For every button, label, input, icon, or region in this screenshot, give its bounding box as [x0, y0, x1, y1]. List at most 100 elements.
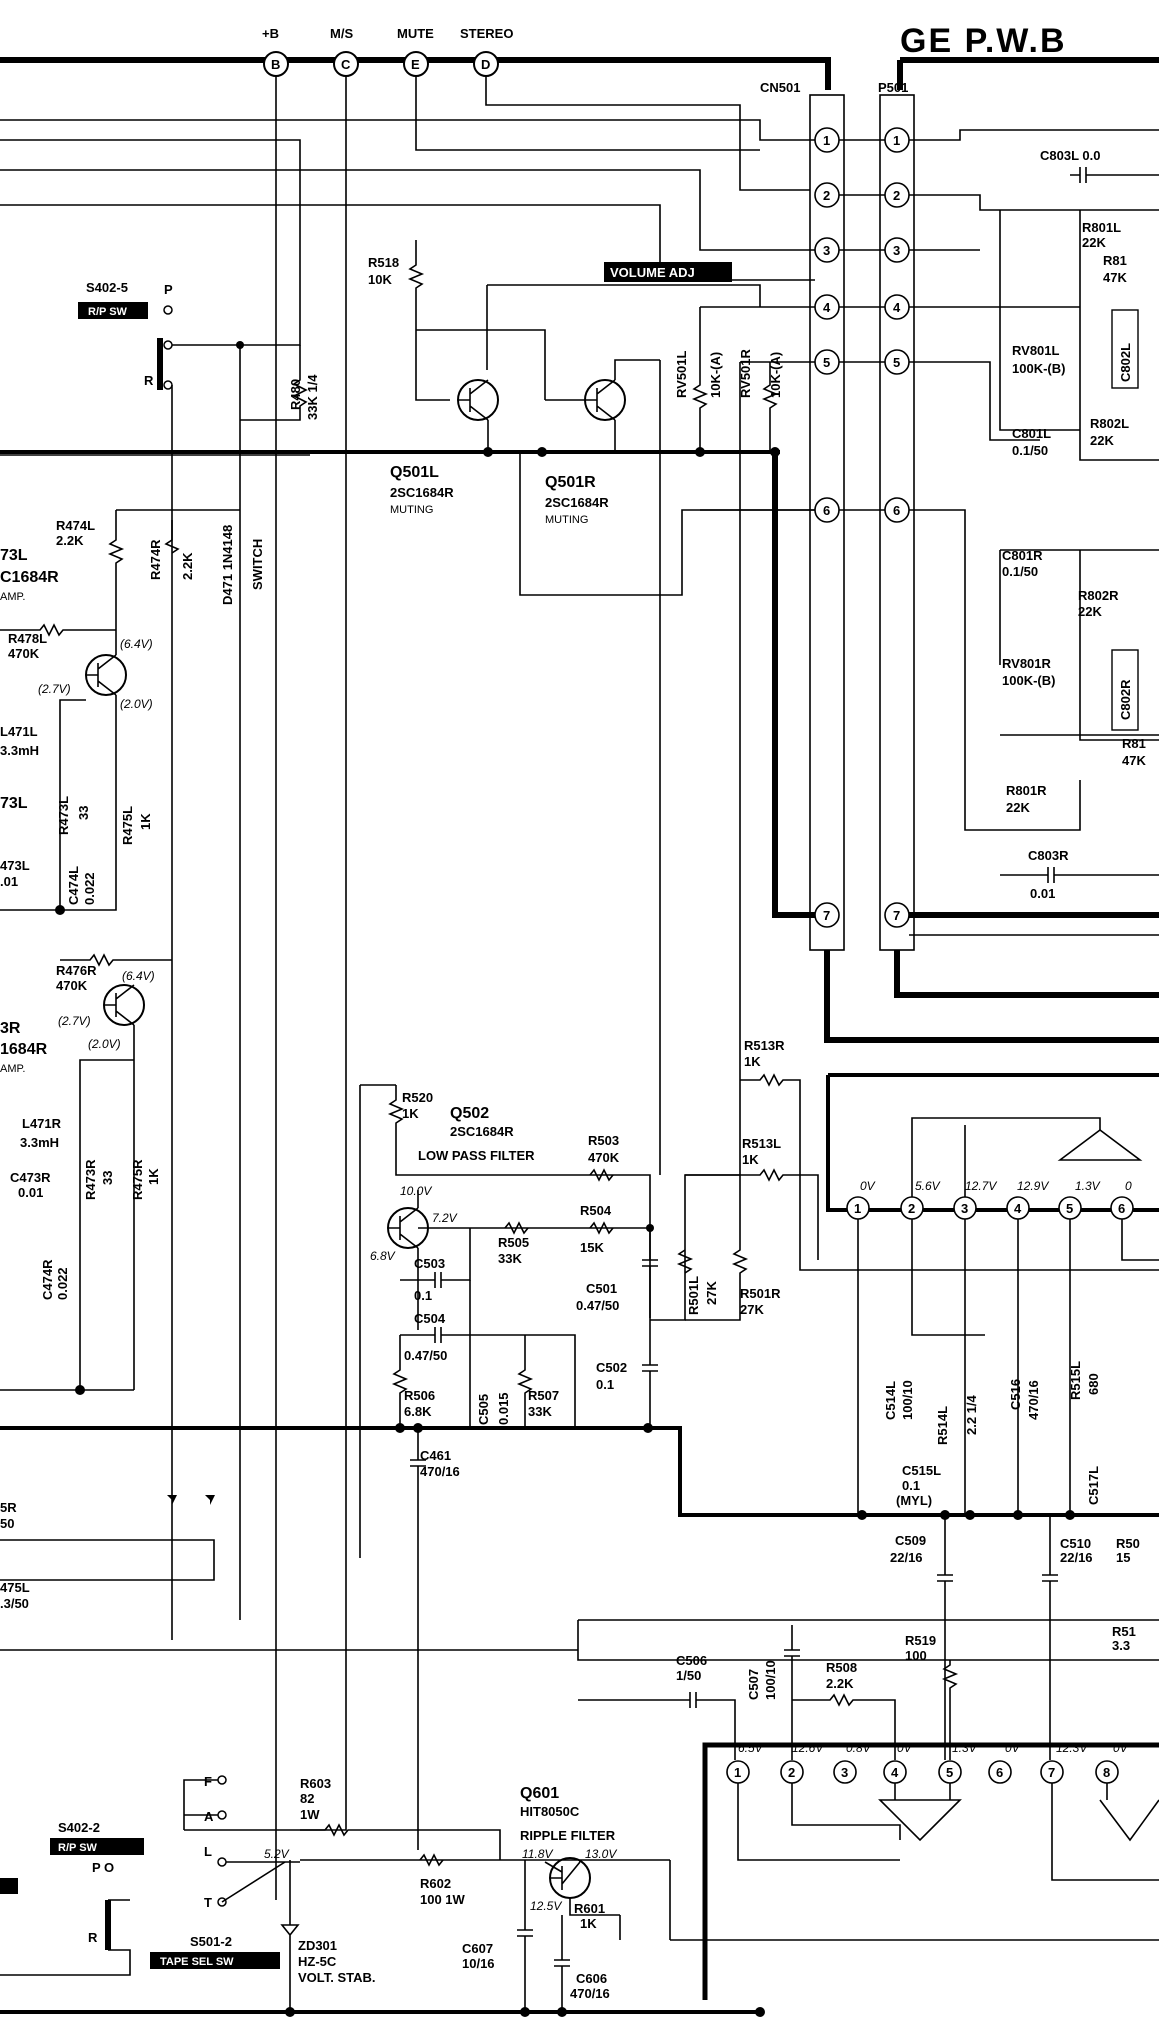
svg-text:1K: 1K	[138, 813, 153, 830]
capacitor-c801r: C801R 0.1/50	[1002, 548, 1043, 579]
svg-text:S402-2: S402-2	[58, 1820, 100, 1835]
svg-text:2SC1684R: 2SC1684R	[545, 495, 609, 510]
svg-text:R: R	[88, 1930, 98, 1945]
svg-text:R802L: R802L	[1090, 416, 1129, 431]
svg-text:11.8V: 11.8V	[522, 1847, 553, 1861]
resistor-r515l: R515L 680	[1068, 1361, 1101, 1400]
svg-text:7.2V: 7.2V	[432, 1211, 458, 1225]
cn-pin-7: 7	[814, 902, 840, 928]
capacitor-c802r: C802R	[1111, 649, 1139, 731]
svg-text:0.1/50: 0.1/50	[1002, 564, 1038, 579]
svg-text:6: 6	[893, 503, 900, 518]
svg-text:(MYL): (MYL)	[896, 1493, 932, 1508]
svg-text:L471L: L471L	[0, 724, 38, 739]
ic-lower-pin-1: 1	[726, 1760, 750, 1784]
capacitor-c473r: C473R 0.01	[10, 1170, 51, 1200]
svg-text:M/S: M/S	[330, 26, 353, 41]
svg-text:0.1: 0.1	[902, 1478, 920, 1493]
svg-text:680: 680	[1086, 1373, 1101, 1395]
capacitor-c801l: C801L 0.1/50	[1012, 426, 1051, 458]
svg-text:C504: C504	[414, 1311, 446, 1326]
svg-text:0.1/50: 0.1/50	[1012, 443, 1048, 458]
svg-text:22/16: 22/16	[890, 1550, 923, 1565]
potentiometer-rv501l: RV501L 10K-(A)	[674, 307, 723, 452]
svg-text:1: 1	[854, 1201, 861, 1216]
svg-text:5: 5	[893, 355, 900, 370]
svg-text:6.8V: 6.8V	[370, 1249, 396, 1263]
svg-text:T: T	[204, 1895, 212, 1910]
svg-text:12.6V: 12.6V	[792, 1741, 824, 1755]
svg-text:P: P	[164, 282, 173, 297]
svg-text:R801R: R801R	[1006, 783, 1047, 798]
resistor-r504: R504 15K	[580, 1203, 614, 1255]
svg-text:3: 3	[823, 243, 830, 258]
svg-text:1: 1	[893, 133, 900, 148]
resistor-r801l: R801L 22K	[1082, 220, 1121, 250]
svg-text:2.2K: 2.2K	[826, 1676, 854, 1691]
svg-text:L: L	[204, 1844, 212, 1859]
transistor-q502: Q502 2SC1684R LOW PASS FILTER	[387, 1105, 535, 1249]
svg-text:D471 1N4148: D471 1N4148	[220, 525, 235, 605]
svg-text:C501: C501	[586, 1281, 617, 1296]
svg-text:R519: R519	[905, 1633, 936, 1648]
svg-text:50: 50	[0, 1516, 14, 1531]
svg-text:2SC1684R: 2SC1684R	[450, 1124, 514, 1139]
signal-b: +B B	[262, 26, 289, 77]
capacitor-c505: C505 0.015	[469, 1280, 511, 1428]
svg-text:C801L: C801L	[1012, 426, 1051, 441]
svg-text:R515L: R515L	[1068, 1361, 1083, 1400]
inductor-l471l: L471L 3.3mH	[0, 724, 39, 758]
svg-text:10.0V: 10.0V	[400, 1184, 432, 1198]
svg-text:C505: C505	[476, 1394, 491, 1425]
svg-text:100K-(B): 100K-(B)	[1002, 673, 1055, 688]
p-pin-4: 4	[884, 294, 910, 320]
svg-text:0.1: 0.1	[596, 1377, 614, 1392]
p-pin-6: 6	[884, 497, 910, 523]
svg-text:0.015: 0.015	[496, 1392, 511, 1425]
capacitor-c803l: C803L 0.0	[1040, 148, 1159, 183]
svg-text:0.022: 0.022	[82, 872, 97, 905]
svg-text:C1684R: C1684R	[0, 569, 59, 586]
svg-text:S501-2: S501-2	[190, 1934, 232, 1949]
svg-text:C802R: C802R	[1118, 679, 1133, 720]
svg-text:R507: R507	[528, 1388, 559, 1403]
svg-text:6.5V: 6.5V	[738, 1741, 764, 1755]
capacitor-c516: C516 470/16	[1008, 1379, 1041, 1420]
resistor-r475l: R475L 1K	[120, 806, 153, 845]
svg-text:33K: 33K	[528, 1404, 552, 1419]
switch-s402-5: S402-5 R/P SW P R	[78, 280, 173, 390]
svg-text:R801L: R801L	[1082, 220, 1121, 235]
svg-text:6: 6	[996, 1765, 1003, 1780]
resistor-r476r: R476R 470K	[56, 953, 172, 993]
svg-text:3: 3	[893, 243, 900, 258]
svg-text:22K: 22K	[1006, 800, 1030, 815]
ic-lower-pin-4: 4	[883, 1760, 907, 1784]
resistor-r519: R519 100	[905, 1633, 959, 1760]
svg-text:22K: 22K	[1090, 433, 1114, 448]
svg-text:RV501L: RV501L	[674, 350, 689, 398]
svg-text:C510: C510	[1060, 1536, 1091, 1551]
transistor-q473l-label: 73L C1684R AMP.	[0, 547, 59, 603]
resistor-r51x: R51 3.3	[1112, 1624, 1136, 1653]
svg-text:ZD301: ZD301	[298, 1938, 337, 1953]
resistor-r513l: R513L 1K	[685, 1136, 819, 1260]
svg-text:12.9V: 12.9V	[1017, 1179, 1049, 1193]
resistor-r474r: R474R 2.2K	[148, 520, 195, 580]
svg-text:R473R: R473R	[83, 1159, 98, 1200]
capacitor-c502: C502 0.1	[596, 1320, 658, 1428]
svg-text:D: D	[481, 57, 490, 72]
svg-text:1: 1	[734, 1765, 741, 1780]
cn-pin-1: 1	[814, 127, 840, 153]
svg-text:4: 4	[823, 300, 831, 315]
capacitor-c507: C507 100/10	[746, 1625, 800, 1760]
resistor-r505: R505 33K	[498, 1221, 529, 1266]
capacitor-c504: C504 0.47/50	[400, 1311, 576, 1428]
svg-text:1K: 1K	[744, 1054, 761, 1069]
svg-text:R508: R508	[826, 1660, 857, 1675]
svg-text:Q502: Q502	[450, 1105, 489, 1122]
switch-s501-2: F A L T S501-2 TAPE SEL SW	[150, 1774, 286, 1969]
svg-text:22K: 22K	[1078, 604, 1102, 619]
ic-lower-pin-2: 2	[780, 1760, 804, 1784]
svg-text:8: 8	[1103, 1765, 1110, 1780]
